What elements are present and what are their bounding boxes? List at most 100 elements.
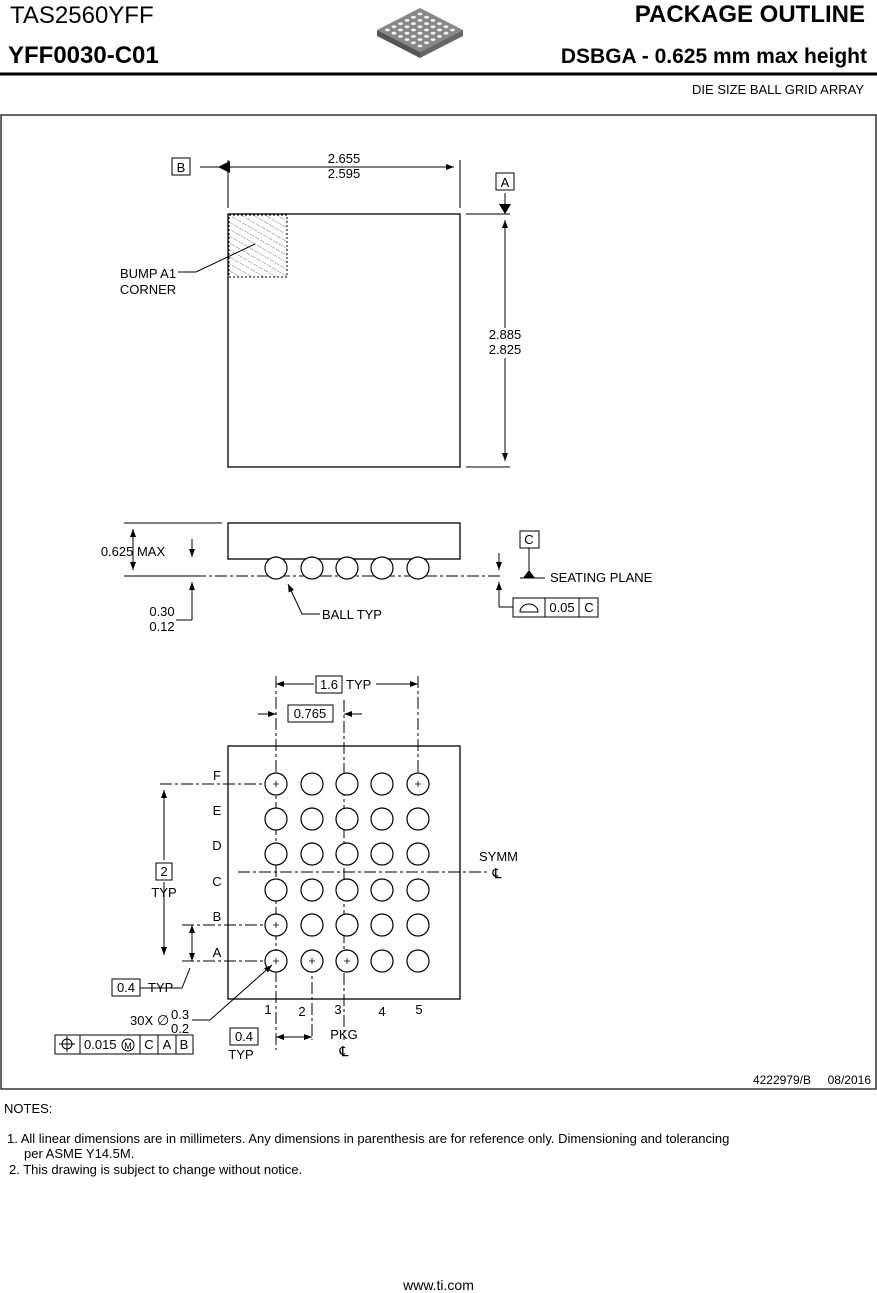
- solder-ball: [300, 913, 324, 937]
- icon-dot: [411, 35, 416, 38]
- ball-dia-max: 0.3: [171, 1007, 189, 1022]
- icon-dot: [424, 15, 429, 19]
- note-2: 2. This drawing is subject to change wit…: [9, 1162, 303, 1177]
- col-label: 1: [264, 1002, 271, 1017]
- datum-c-triangle: [523, 570, 535, 578]
- top-view: [171, 157, 515, 468]
- solder-ball: [406, 842, 430, 866]
- col-pitch-value: 0.4: [235, 1029, 253, 1044]
- pitch-total-suffix: TYP: [346, 677, 371, 692]
- ball-center-mark: [273, 781, 279, 787]
- icon-dot: [443, 25, 449, 29]
- solder-ball: [370, 949, 394, 973]
- solder-ball: [370, 913, 394, 937]
- bump-a1-corner-hatch: [228, 214, 288, 278]
- col-label: 3: [334, 1002, 341, 1017]
- bump-corner-leader: [178, 243, 256, 273]
- drawing-frame: [0, 114, 877, 1090]
- icon-dot: [424, 41, 429, 45]
- symm-centerline-symbol: ℄: [492, 865, 502, 881]
- icon-dot: [430, 31, 436, 35]
- offset-x-box: [287, 704, 334, 723]
- note-1-cont: per ASME Y14.5M.: [24, 1146, 135, 1161]
- icon-dot: [404, 31, 410, 35]
- icon-dot: [417, 25, 423, 29]
- icon-dot: [417, 19, 423, 22]
- solder-ball: [264, 878, 288, 902]
- datum-a-triangle: [499, 204, 511, 214]
- row-label: E: [213, 803, 222, 818]
- solder-ball: [370, 842, 394, 866]
- col-label: 2: [298, 1004, 305, 1019]
- col-label: 4: [378, 1004, 385, 1019]
- icon-dot: [443, 31, 449, 35]
- icon-dot: [398, 28, 403, 32]
- icon-dot: [430, 19, 436, 22]
- icon-dot: [450, 28, 455, 32]
- pitch-total-box: [315, 675, 343, 694]
- position-tol-frame: [54, 1034, 194, 1055]
- icon-dot: [404, 38, 410, 41]
- tol-datum-3: B: [180, 1037, 189, 1052]
- solder-ball: [335, 772, 359, 796]
- solder-ball: [300, 878, 324, 902]
- row-label: B: [213, 909, 222, 924]
- doc-number: 4222979/B: [753, 1073, 811, 1087]
- icon-dot: [437, 35, 442, 38]
- solder-ball: [300, 807, 324, 831]
- flatness-frame: [512, 597, 599, 618]
- diameter-symbol: ∅: [157, 1012, 169, 1028]
- side-ball: [300, 556, 324, 580]
- seating-plane-label: SEATING PLANE: [550, 570, 653, 585]
- solder-ball: [335, 878, 359, 902]
- icon-dot: [417, 38, 423, 41]
- col-pitch-suffix: TYP: [228, 1047, 253, 1062]
- flatness-symbol: [519, 603, 539, 613]
- standoff-min: 0.12: [149, 619, 174, 634]
- website-link[interactable]: www.ti.com: [403, 1277, 474, 1293]
- solder-ball: [335, 807, 359, 831]
- ball-dia-leader: [192, 964, 273, 1021]
- package-icon: [377, 8, 463, 58]
- datum-a-box: [495, 172, 515, 191]
- die-outline-side: [227, 522, 461, 560]
- col-label: 5: [415, 1002, 422, 1017]
- note-1: 1. All linear dimensions are in millimet…: [7, 1131, 730, 1146]
- notes-title: NOTES:: [4, 1101, 53, 1116]
- solder-ball: [406, 949, 430, 973]
- icon-dot: [411, 22, 416, 25]
- ball-center-mark: [344, 958, 350, 964]
- position-tol-value: 0.015: [84, 1037, 117, 1052]
- solder-ball: [335, 842, 359, 866]
- ball-dia-min: 0.2: [171, 1021, 189, 1036]
- bump-corner-label-1: BUMP A1: [120, 266, 176, 281]
- icon-dot: [404, 19, 410, 22]
- ball-center-mark: [309, 958, 315, 964]
- ball-center-mark: [415, 781, 421, 787]
- package-title: DSBGA - 0.625 mm max height: [560, 45, 867, 68]
- die-outline-top: [227, 213, 461, 468]
- icon-dot: [391, 31, 397, 35]
- tol-datum-2: A: [163, 1037, 172, 1052]
- datum-b-triangle: [218, 161, 230, 173]
- height-min: 2.825: [489, 342, 522, 357]
- ball-typ-label: BALL TYP: [322, 607, 382, 622]
- solder-ball: [370, 878, 394, 902]
- solder-ball: [406, 807, 430, 831]
- row-pitch-value: 0.4: [117, 980, 135, 995]
- side-ball: [335, 556, 359, 580]
- icon-dot: [424, 22, 429, 25]
- ball-grid: [264, 772, 430, 973]
- col-pitch-box: [229, 1027, 259, 1046]
- icon-dot: [398, 22, 403, 25]
- icon-dot: [417, 44, 423, 48]
- side-ball: [370, 556, 394, 580]
- datum-c-label: C: [524, 532, 533, 547]
- icon-dot: [417, 31, 423, 35]
- height-max: 2.885: [489, 327, 522, 342]
- row-span-value: 2: [160, 864, 167, 879]
- standoff-max: 0.30: [149, 604, 174, 619]
- offset-x-value: 0.765: [294, 706, 327, 721]
- row-pitch-suffix: TYP: [148, 980, 173, 995]
